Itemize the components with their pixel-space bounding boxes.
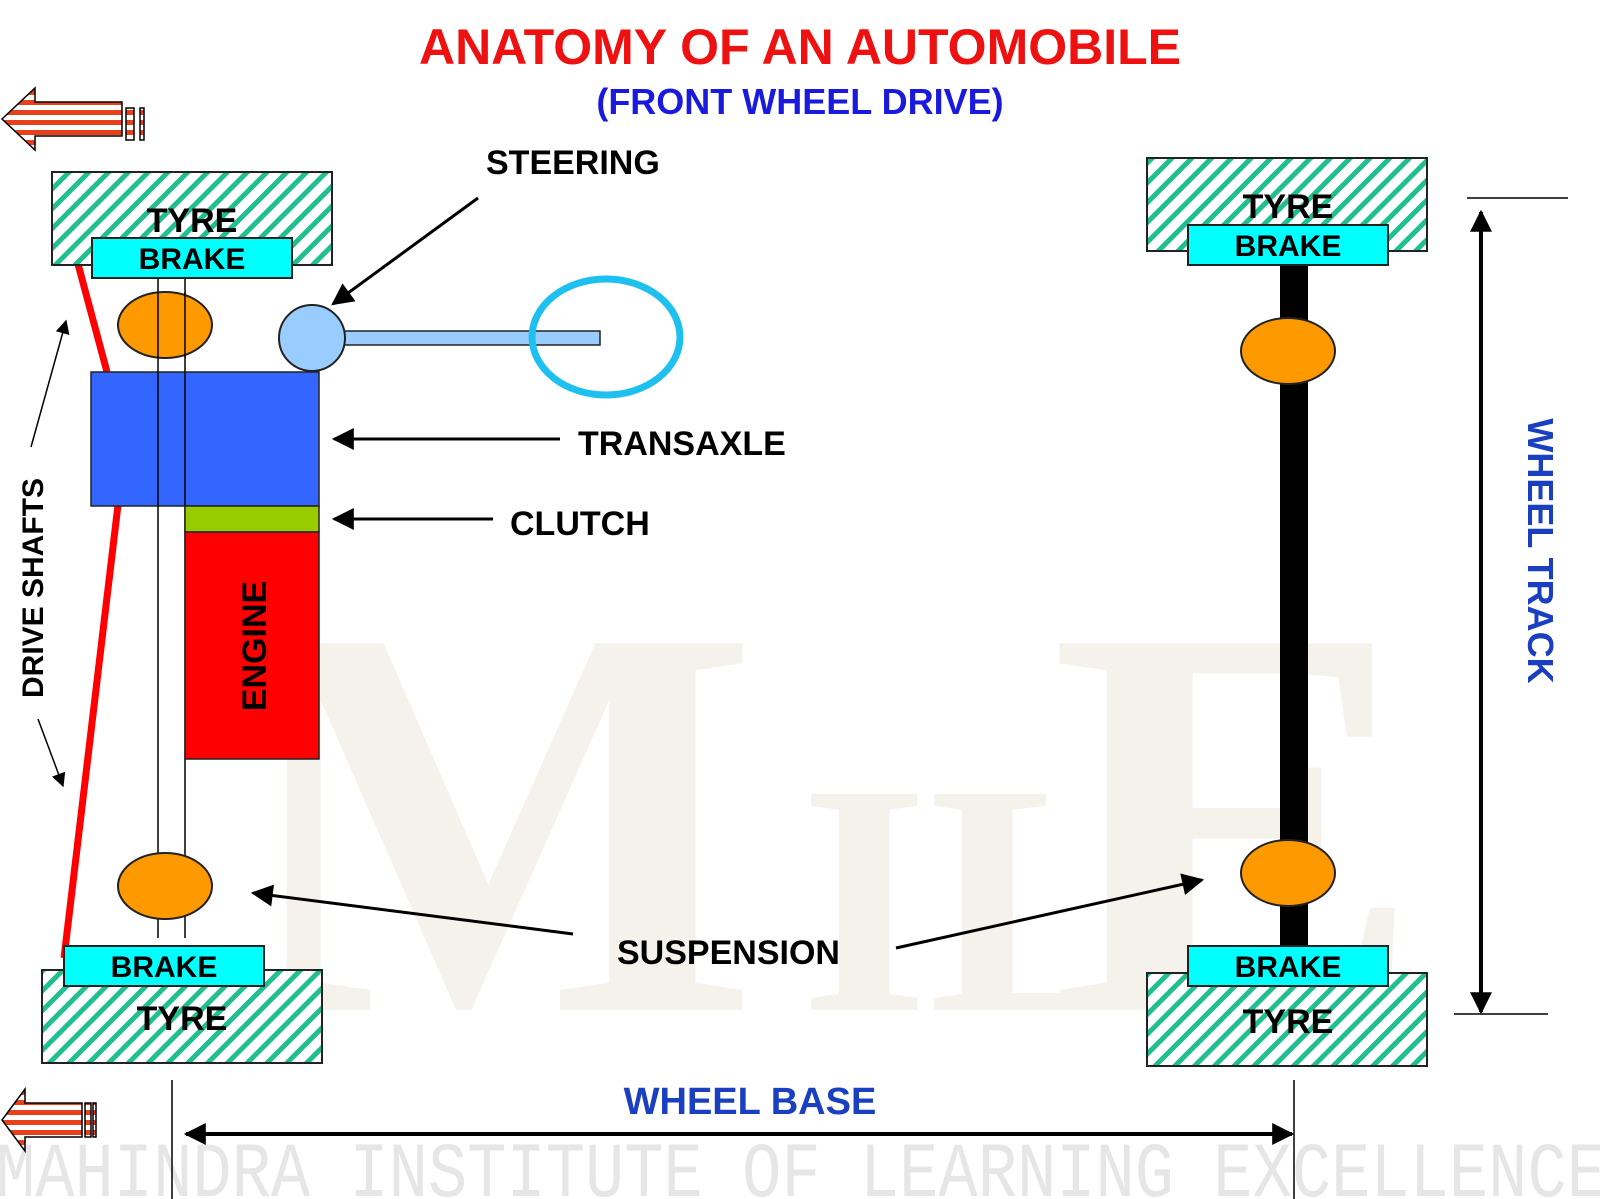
brake-front-bottom xyxy=(63,945,265,987)
suspension-front-top xyxy=(117,291,213,359)
wheel-track-label: WHEEL TRACK xyxy=(1520,418,1561,683)
brake-front-top xyxy=(91,237,293,279)
transaxle-block xyxy=(90,371,320,507)
brake-rear-top-label: BRAKE xyxy=(1235,230,1342,263)
page-subtitle: (FRONT WHEEL DRIVE) xyxy=(596,81,1003,122)
drive-shaft-lower xyxy=(60,504,122,959)
suspension-rear-bottom xyxy=(1240,839,1336,907)
steering-column xyxy=(339,330,601,346)
engine-label: ENGINE xyxy=(236,581,274,711)
left-arrow-icon xyxy=(0,86,145,152)
clutch-block xyxy=(184,505,320,533)
suspension-rear-top xyxy=(1240,317,1336,385)
wheel-base-label: WHEEL BASE xyxy=(624,1081,877,1123)
brake-rear-bottom-label: BRAKE xyxy=(1235,951,1342,984)
suspension-front-bottom xyxy=(117,852,213,920)
drive-shaft-upper xyxy=(74,263,111,373)
page-title: ANATOMY OF AN AUTOMOBILE xyxy=(419,19,1181,75)
steering-label: STEERING xyxy=(486,144,660,182)
drive-shafts-label: DRIVE SHAFTS xyxy=(17,478,50,698)
transaxle-label: TRANSAXLE xyxy=(578,425,786,463)
brake-front-bottom-label: BRAKE xyxy=(111,951,218,984)
brake-front-top-label: BRAKE xyxy=(139,243,246,276)
tyre-rear-bottom xyxy=(1146,972,1428,1067)
tyre-rear-bottom-label: TYRE xyxy=(1243,1003,1334,1041)
brake-rear-top xyxy=(1187,224,1389,266)
drive-shafts-callout-arrow-down xyxy=(37,718,66,788)
engine-block xyxy=(184,531,320,760)
suspension-callout-arrow-left xyxy=(250,884,574,936)
suspension-label: SUSPENSION xyxy=(617,934,840,972)
steering-wheel xyxy=(528,275,684,399)
steering-callout-arrow xyxy=(331,196,479,306)
watermark-footer: MAHINDRA INSTITUTE OF LEARNING EXCELLENC… xyxy=(0,1132,1600,1199)
steering-joint xyxy=(278,304,346,372)
brake-rear-bottom xyxy=(1187,945,1389,987)
left-arrow-icon xyxy=(1,1086,97,1154)
drive-shafts-callout-arrow-up xyxy=(30,319,70,448)
tyre-rear-top-label: TYRE xyxy=(1243,188,1334,226)
tyre-front-top-label: TYRE xyxy=(147,202,238,240)
tyre-front-bottom-label: TYRE xyxy=(137,1000,228,1038)
clutch-label: CLUTCH xyxy=(510,505,650,543)
watermark-logo-il: IL xyxy=(800,717,1149,1082)
suspension-callout-arrow-right xyxy=(895,873,1205,950)
